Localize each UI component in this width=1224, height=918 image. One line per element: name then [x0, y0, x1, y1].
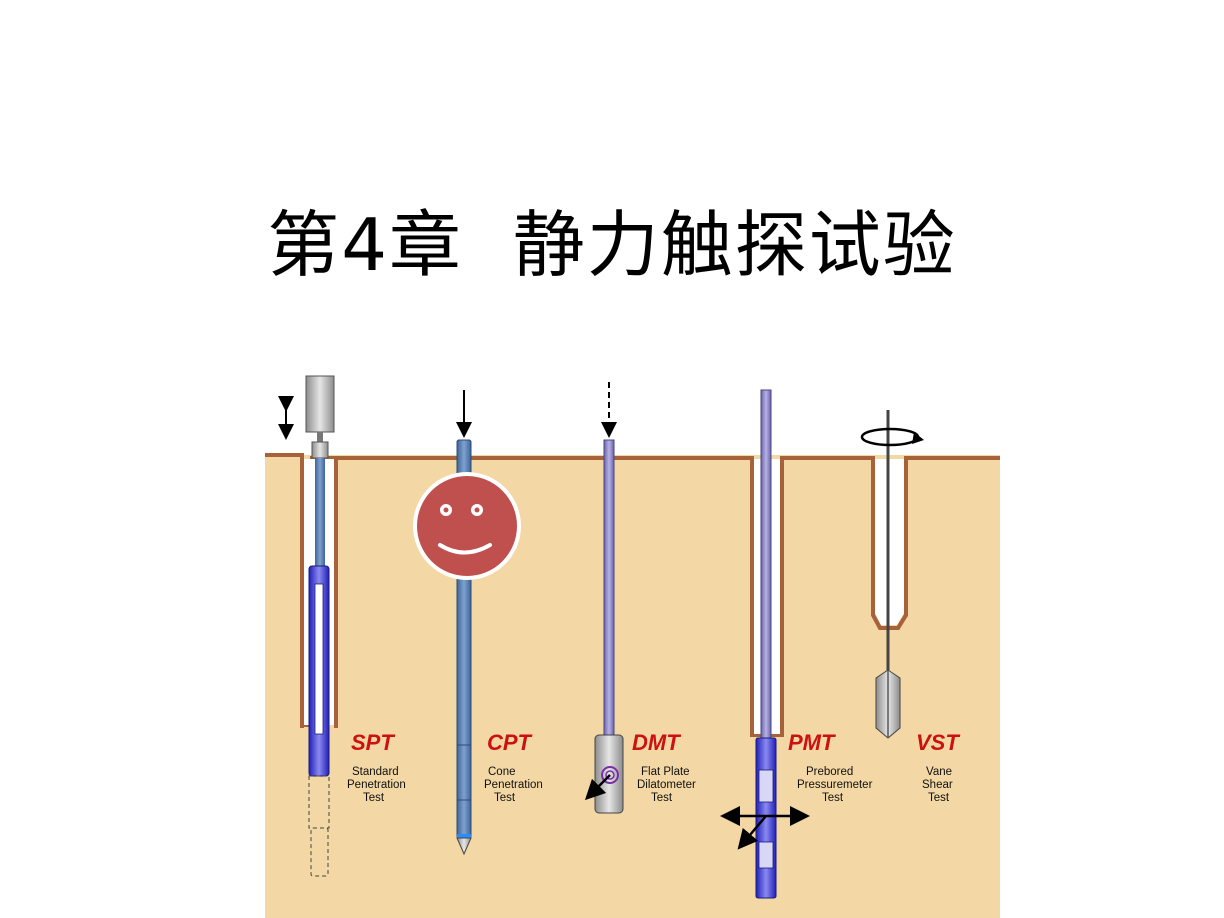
cpt-desc-1: Cone: [488, 766, 516, 778]
vst-label: VST: [916, 730, 960, 755]
dmt-apparatus: [584, 382, 624, 814]
pmt-apparatus: [720, 389, 810, 899]
pmt-desc-3: Test: [822, 792, 844, 804]
spt-apparatus: [278, 375, 335, 877]
spt-desc-1: Standard: [352, 766, 399, 778]
page-title: 第4章 静力触探试验: [267, 203, 957, 287]
cpt-desc-2: Penetration: [484, 779, 543, 791]
pmt-desc-1: Prebored: [806, 766, 853, 778]
vst-desc-3: Test: [928, 792, 950, 804]
smiley-face-icon: [413, 472, 521, 580]
pmt-desc-2: Pressuremeter: [797, 779, 873, 791]
spt-desc-3: Test: [363, 792, 385, 804]
dmt-desc-1: Flat Plate: [641, 766, 690, 778]
pmt-label: PMT: [788, 730, 836, 755]
dmt-desc-2: Dilatometer: [637, 779, 696, 791]
cpt-label: CPT: [487, 730, 533, 755]
cpt-apparatus: [456, 390, 472, 856]
cpt-desc-3: Test: [494, 792, 516, 804]
vst-desc-2: Shear: [922, 779, 953, 791]
spt-label: SPT: [351, 730, 395, 755]
dmt-desc-3: Test: [651, 792, 673, 804]
vst-apparatus: [860, 410, 924, 739]
dmt-label: DMT: [632, 730, 681, 755]
vst-desc-1: Vane: [926, 766, 952, 778]
spt-desc-2: Penetration: [347, 779, 406, 791]
